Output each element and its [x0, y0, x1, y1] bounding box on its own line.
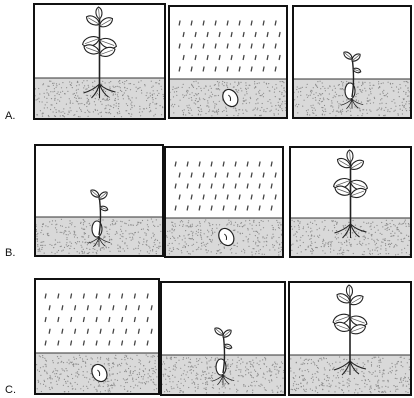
row-a-label: A.: [5, 110, 15, 122]
scene-drawing: [294, 7, 410, 117]
row-c-label: C.: [5, 384, 16, 396]
rain-drops: [175, 162, 276, 210]
scene-drawing: [170, 7, 286, 117]
scene-drawing: [162, 283, 284, 394]
row-a-panel-2: [168, 5, 288, 119]
scene-drawing: [166, 148, 282, 256]
rain-drops: [45, 294, 152, 345]
row-c-panel-3: [288, 281, 412, 396]
scene-drawing: [290, 283, 410, 394]
row-a-panel-1: [33, 3, 166, 120]
row-b-label: B.: [5, 247, 15, 259]
scene-drawing: [36, 146, 162, 255]
row-a-panel-3: [292, 5, 412, 119]
row-b-panel-3: [289, 146, 412, 258]
row-c-panel-1: [34, 278, 160, 395]
row-b-panel-1: [34, 144, 164, 257]
scene-drawing: [36, 280, 158, 393]
scene-drawing: [291, 148, 410, 256]
rain-drops: [179, 21, 280, 71]
row-b-panel-2: [164, 146, 284, 258]
row-c-panel-2: [160, 281, 286, 396]
scene-drawing: [35, 5, 164, 118]
